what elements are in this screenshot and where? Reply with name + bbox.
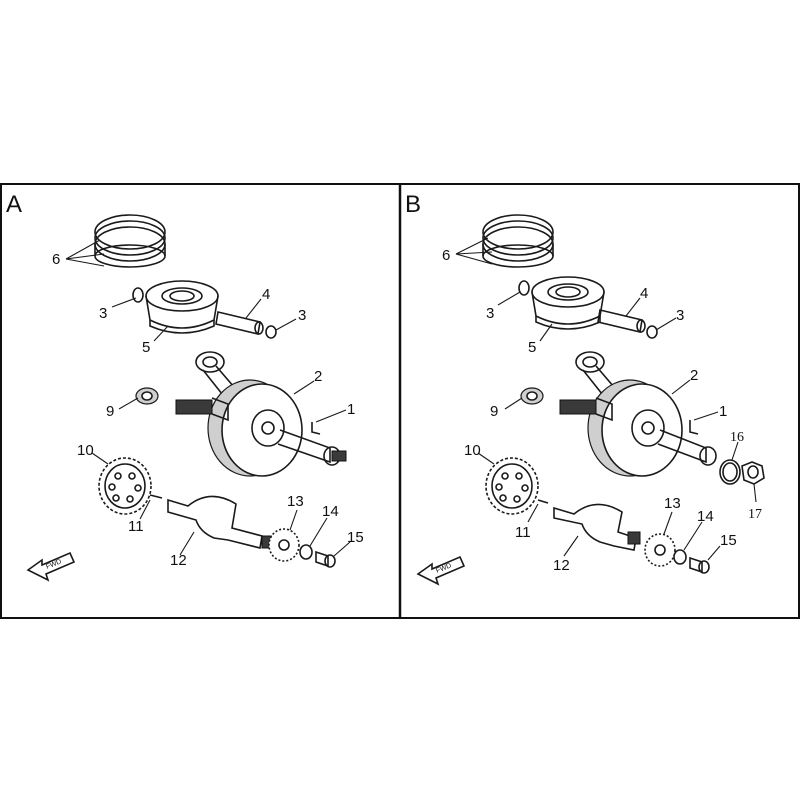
washer-14	[673, 549, 687, 565]
washer-9	[135, 387, 159, 405]
callout-14: 14	[322, 503, 339, 520]
circlip-left	[518, 280, 530, 296]
callout-4: 4	[640, 285, 648, 302]
piston-rings	[94, 214, 166, 268]
callout-13: 13	[287, 493, 304, 510]
piston	[531, 276, 605, 330]
panel-b: B	[405, 191, 765, 586]
fwd-arrow: FWD	[416, 555, 466, 586]
washer-14	[299, 544, 313, 560]
callout-3: 3	[676, 307, 684, 324]
callout-1: 1	[347, 401, 355, 418]
callout-12: 12	[553, 557, 570, 574]
fwd-label: FWD	[435, 562, 452, 574]
callout-5: 5	[528, 339, 536, 356]
woodruff-key	[311, 422, 321, 435]
dowel-pin	[537, 499, 549, 504]
drive-gear-13	[268, 528, 300, 562]
callout-2: 2	[690, 367, 698, 384]
callout-6: 6	[52, 251, 60, 268]
callout-9: 9	[490, 403, 498, 420]
washer-16	[719, 459, 741, 485]
washer-9	[520, 387, 544, 405]
panel-letter: A	[6, 191, 22, 218]
bolt-15	[315, 550, 336, 568]
balancer-shaft	[167, 495, 275, 549]
crankshaft-assembly	[559, 351, 717, 477]
balancer-gear	[98, 457, 152, 515]
callout-10: 10	[464, 442, 481, 459]
callout-3: 3	[298, 307, 306, 324]
drive-gear-13	[644, 533, 676, 567]
balancer-shaft	[553, 503, 641, 551]
callout-16: 16	[730, 430, 744, 445]
callout-11: 11	[128, 518, 144, 535]
callout-1: 1	[719, 403, 727, 420]
leader-lines	[65, 239, 351, 557]
callout-15: 15	[720, 532, 737, 549]
callout-3: 3	[99, 305, 107, 322]
woodruff-key	[689, 420, 699, 435]
nut-17	[741, 461, 765, 485]
callout-9: 9	[106, 403, 114, 420]
panel-a: A	[6, 191, 364, 582]
leader-lines	[455, 237, 757, 561]
panel-letter: B	[405, 191, 421, 218]
callout-3: 3	[486, 305, 494, 322]
balancer-gear	[485, 457, 539, 515]
piston-rings	[482, 214, 554, 268]
callout-11: 11	[515, 524, 531, 541]
callout-4: 4	[262, 286, 270, 303]
piston-pin	[215, 311, 264, 335]
callout-12: 12	[170, 552, 187, 569]
dowel-pin	[149, 494, 163, 499]
callout-5: 5	[142, 339, 150, 356]
callout-6: 6	[442, 247, 450, 264]
piston-pin	[597, 309, 646, 333]
fwd-arrow: FWD	[26, 551, 76, 582]
callout-15: 15	[347, 529, 364, 546]
callout-13: 13	[664, 495, 681, 512]
bolt-15	[689, 556, 710, 574]
circlip-right	[646, 325, 658, 339]
fwd-label: FWD	[45, 558, 62, 570]
callout-2: 2	[314, 368, 322, 385]
circlip-right	[265, 325, 277, 339]
callout-17: 17	[748, 507, 762, 522]
circlip-left	[132, 287, 144, 303]
callout-10: 10	[77, 442, 94, 459]
callout-14: 14	[697, 508, 714, 525]
piston	[145, 280, 219, 334]
crankshaft-assembly	[175, 351, 347, 477]
